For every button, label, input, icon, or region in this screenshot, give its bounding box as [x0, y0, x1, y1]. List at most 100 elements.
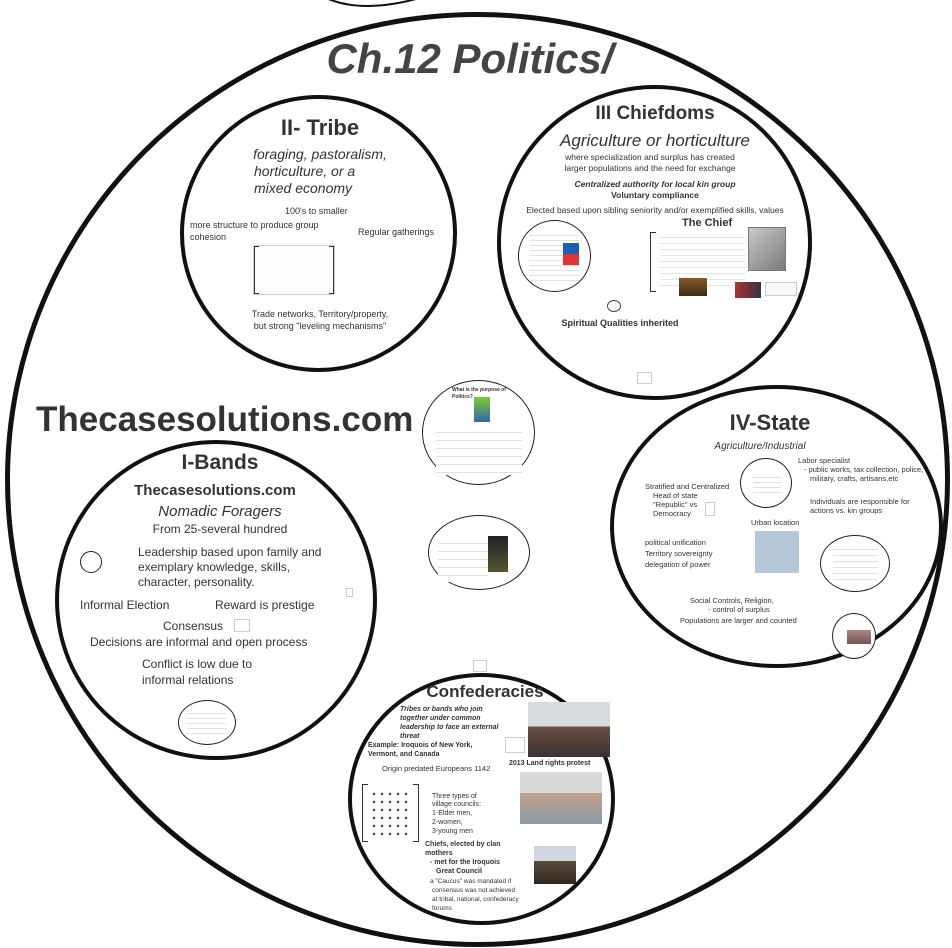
- state-strat-1: Stratified and Centralized: [645, 482, 730, 491]
- chiefdoms-people-photo[interactable]: [735, 282, 761, 298]
- tribe-subtitle-1: foraging, pastoralism,: [253, 146, 387, 162]
- chiefdoms-mini-chart: [607, 300, 621, 312]
- purpose-question-1: What is the purpose of: [452, 387, 506, 393]
- confederacies-protest-caption: 2013 Land rights protest: [509, 760, 591, 767]
- confederacies-desc-4: threat: [400, 733, 420, 740]
- confederacies-chiefs-8: forums: [432, 905, 452, 912]
- confederacies-desc-1: Tribes or bands who join: [400, 706, 483, 713]
- state-small-diagram-circle[interactable]: [740, 458, 792, 508]
- bands-conflict-2: informal relations: [142, 673, 234, 687]
- purpose-cartoon-image[interactable]: [474, 397, 490, 422]
- chiefdoms-elected: Elected based upon sibling seniority and…: [526, 205, 784, 215]
- chiefdoms-heading: III Chiefdoms: [595, 103, 715, 124]
- chiefdoms-kin-flag-image: [563, 243, 579, 265]
- tribe-gatherings: Regular gatherings: [358, 227, 435, 237]
- confederacies-canoe-photo[interactable]: [520, 772, 602, 824]
- confederacies-protest-photo[interactable]: [528, 702, 610, 757]
- confederacies-council-diagram: [370, 790, 412, 838]
- bands-conflict-1: Conflict is low due to: [142, 657, 253, 671]
- confederacies-council-bracket-left: [362, 784, 368, 842]
- bands-small-circle[interactable]: [80, 551, 102, 573]
- bands-notes-lines: [187, 709, 227, 737]
- bands-leadership-2: exemplary knowledge, skills,: [138, 560, 291, 574]
- state-strat-note[interactable]: [705, 502, 715, 516]
- chiefdoms-small-note[interactable]: [637, 372, 652, 384]
- book-notes: [438, 536, 488, 582]
- bands-size: From 25-several hundred: [152, 522, 288, 536]
- bands-reward: Reward is prestige: [215, 598, 315, 612]
- bands-consensus: Consensus: [163, 619, 224, 633]
- top-arc-fragment: [328, 0, 417, 7]
- chiefdoms-chief-notes: [660, 232, 745, 286]
- bands-subtitle: Nomadic Foragers: [158, 503, 282, 520]
- state-heading: IV-State: [729, 410, 811, 435]
- chiefdoms-compliance: Voluntary compliance: [611, 190, 699, 200]
- state-labor-2: - public works, tax collection, police,: [804, 465, 924, 474]
- confederacies-councils-4: 2-women,: [432, 819, 463, 826]
- confederacies-desc-3: leadership to face an external: [400, 724, 499, 731]
- state-political-1: political unification: [645, 538, 706, 547]
- state-strat-2: Head of state: [653, 491, 698, 500]
- chiefdoms-spiritual: Spiritual Qualities inherited: [561, 318, 679, 328]
- chiefdoms-kin-circle[interactable]: [518, 220, 591, 292]
- confederacies-origin: Origin predated Europeans 1142: [382, 764, 491, 773]
- state-strat-3: "Republic" vs: [653, 500, 698, 509]
- state-labor-3: military, crafts, artisans,etc: [810, 474, 899, 483]
- state-diagram-lines: [753, 473, 781, 493]
- tribe-diagram-bracket-left: [254, 246, 259, 294]
- tribe-circle[interactable]: [180, 95, 457, 372]
- chiefdoms-line-1: where specialization and surplus has cre…: [565, 152, 735, 162]
- state-social-1: Social Controls, Religion,: [690, 596, 774, 605]
- chiefdoms-chief-photo[interactable]: [748, 227, 786, 271]
- bands-site: Thecasesolutions.com: [134, 482, 296, 499]
- state-urban-photo[interactable]: [755, 531, 799, 573]
- confederacies-protest-note[interactable]: [505, 737, 525, 753]
- tribe-diagram-thumbnail[interactable]: [253, 245, 335, 295]
- tribe-trade-1: Trade networks, Territory/property,: [251, 309, 389, 319]
- state-political-3: delegation of power: [645, 560, 711, 569]
- bands-side-note[interactable]: [346, 588, 353, 597]
- state-bottom-circle[interactable]: [832, 613, 876, 659]
- confederacies-example-1: Example: Iroquois of New York,: [368, 742, 473, 749]
- book-cover-image[interactable]: [488, 536, 508, 572]
- state-urban: Urban location: [751, 518, 800, 527]
- watermark-text: Thecasesolutions.com: [36, 400, 414, 439]
- state-notes-lines: [833, 544, 878, 582]
- confederacies-chiefs-7: at tribal, national, confederacy: [432, 896, 519, 903]
- confederacies-councils-5: 3-young men: [432, 828, 473, 835]
- bands-leadership-3: character, personality.: [138, 575, 255, 589]
- confederacies-chiefs-4: Great Council: [436, 868, 482, 875]
- tribe-structure-2: cohesion: [190, 232, 227, 242]
- tribe-heading: II- Tribe: [280, 115, 360, 140]
- bands-notes-circle[interactable]: [178, 700, 236, 745]
- confederacies-chiefs-5: a "Caucus" was mandated if: [430, 878, 512, 885]
- bands-leadership-1: Leadership based upon family and: [138, 545, 322, 559]
- bands-election: Informal Election: [80, 598, 170, 612]
- bands-consensus-thumbnail[interactable]: [234, 619, 250, 632]
- state-notes-circle[interactable]: [820, 535, 890, 592]
- chiefdoms-authority: Centralized authority for local kin grou…: [574, 179, 736, 189]
- confederacies-chiefs-3: - met for the Iroquois: [430, 859, 500, 866]
- tribe-diagram-bracket-right: [329, 246, 334, 294]
- tribe-trade-2: but strong "leveling mechanisms": [253, 321, 387, 331]
- confederacies-council-bracket-right: [413, 784, 419, 842]
- confederacies-councils-2: village councils:: [432, 801, 482, 808]
- chiefdoms-artifact-photo[interactable]: [679, 278, 707, 296]
- confederacies-chiefs-6: consensus was not achieved: [432, 887, 516, 894]
- confederacies-council-photo[interactable]: [534, 846, 576, 884]
- bands-heading: I-Bands: [181, 451, 259, 474]
- state-social-3: Populations are larger and counted: [680, 616, 797, 625]
- state-individuals-1: Individuals are responsible for: [810, 497, 910, 506]
- state-circle[interactable]: [610, 385, 943, 668]
- purpose-question-2: Politics?: [452, 394, 473, 400]
- confederacies-chiefs-2: mothers: [425, 850, 453, 857]
- chiefdoms-text-thumbnail[interactable]: [765, 282, 797, 296]
- tribe-size: 100's to smaller: [285, 206, 348, 216]
- confederacies-top-note[interactable]: [473, 660, 487, 672]
- purpose-notes: [436, 425, 522, 475]
- confederacies-desc-2: together under common: [400, 715, 481, 722]
- confederacies-councils-3: 1-Elder men,: [432, 810, 473, 817]
- state-subtitle: Agriculture/Industrial: [714, 441, 806, 452]
- tribe-structure-1: more structure to produce group: [190, 220, 319, 230]
- state-political-2: Territory sovereignty: [645, 549, 713, 558]
